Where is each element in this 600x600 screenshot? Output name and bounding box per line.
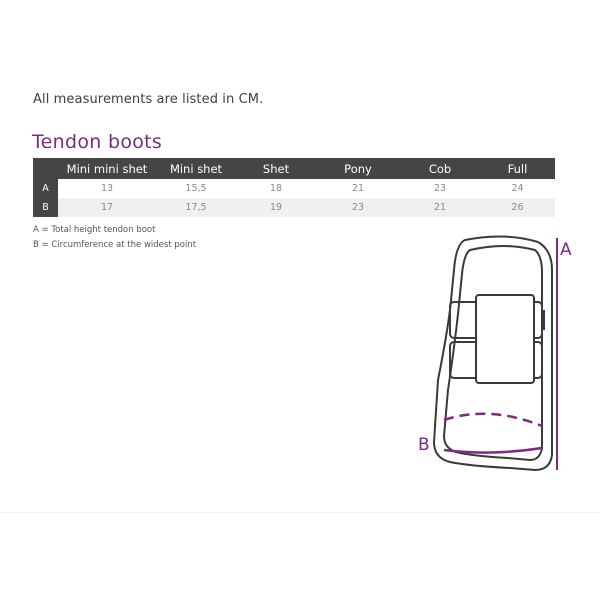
- table-cell: 17: [58, 198, 156, 217]
- note-a: A = Total height tendon boot: [33, 225, 156, 235]
- table-cell: 26: [480, 198, 555, 217]
- table-cell: 17,5: [156, 198, 236, 217]
- table-cell: 15,5: [156, 179, 236, 198]
- table-header-row: Mini mini shet Mini shet Shet Pony Cob F…: [33, 158, 555, 179]
- notes: A = Total height tendon boot B = Circumf…: [33, 223, 196, 253]
- table-row: B 17 17,5 19 23 21 26: [33, 198, 555, 217]
- table-row: A 13 15,5 18 21 23 24: [33, 179, 555, 198]
- circumference-back: [443, 412, 543, 428]
- table-cell: 19: [236, 198, 316, 217]
- table-cell: 23: [316, 198, 400, 217]
- row-label: A: [33, 179, 58, 198]
- divider: [0, 512, 600, 513]
- tendon-boot-diagram: A B: [418, 235, 572, 471]
- table-cell: 21: [400, 198, 480, 217]
- table-cell: 21: [316, 179, 400, 198]
- boot-outline: [433, 235, 553, 471]
- table-cell: 24: [480, 179, 555, 198]
- header-blank: [33, 158, 58, 179]
- note-b: B = Circumference at the widest point: [33, 240, 197, 250]
- table-cell: 18: [236, 179, 316, 198]
- table-cell: 23: [400, 179, 480, 198]
- size-table: Mini mini shet Mini shet Shet Pony Cob F…: [33, 158, 555, 217]
- header-shet: Shet: [236, 158, 316, 179]
- circumference-front: [443, 446, 543, 454]
- header-mini-mini-shet: Mini mini shet: [58, 158, 156, 179]
- row-label: B: [33, 198, 58, 217]
- label-b: B: [418, 435, 430, 455]
- page-title: Tendon boots: [32, 131, 163, 153]
- header-pony: Pony: [316, 158, 400, 179]
- header-cob: Cob: [400, 158, 480, 179]
- header-mini-shet: Mini shet: [156, 158, 236, 179]
- table-cell: 13: [58, 179, 156, 198]
- label-a: A: [560, 240, 572, 260]
- intro-text: All measurements are listed in CM.: [33, 92, 264, 107]
- header-full: Full: [480, 158, 555, 179]
